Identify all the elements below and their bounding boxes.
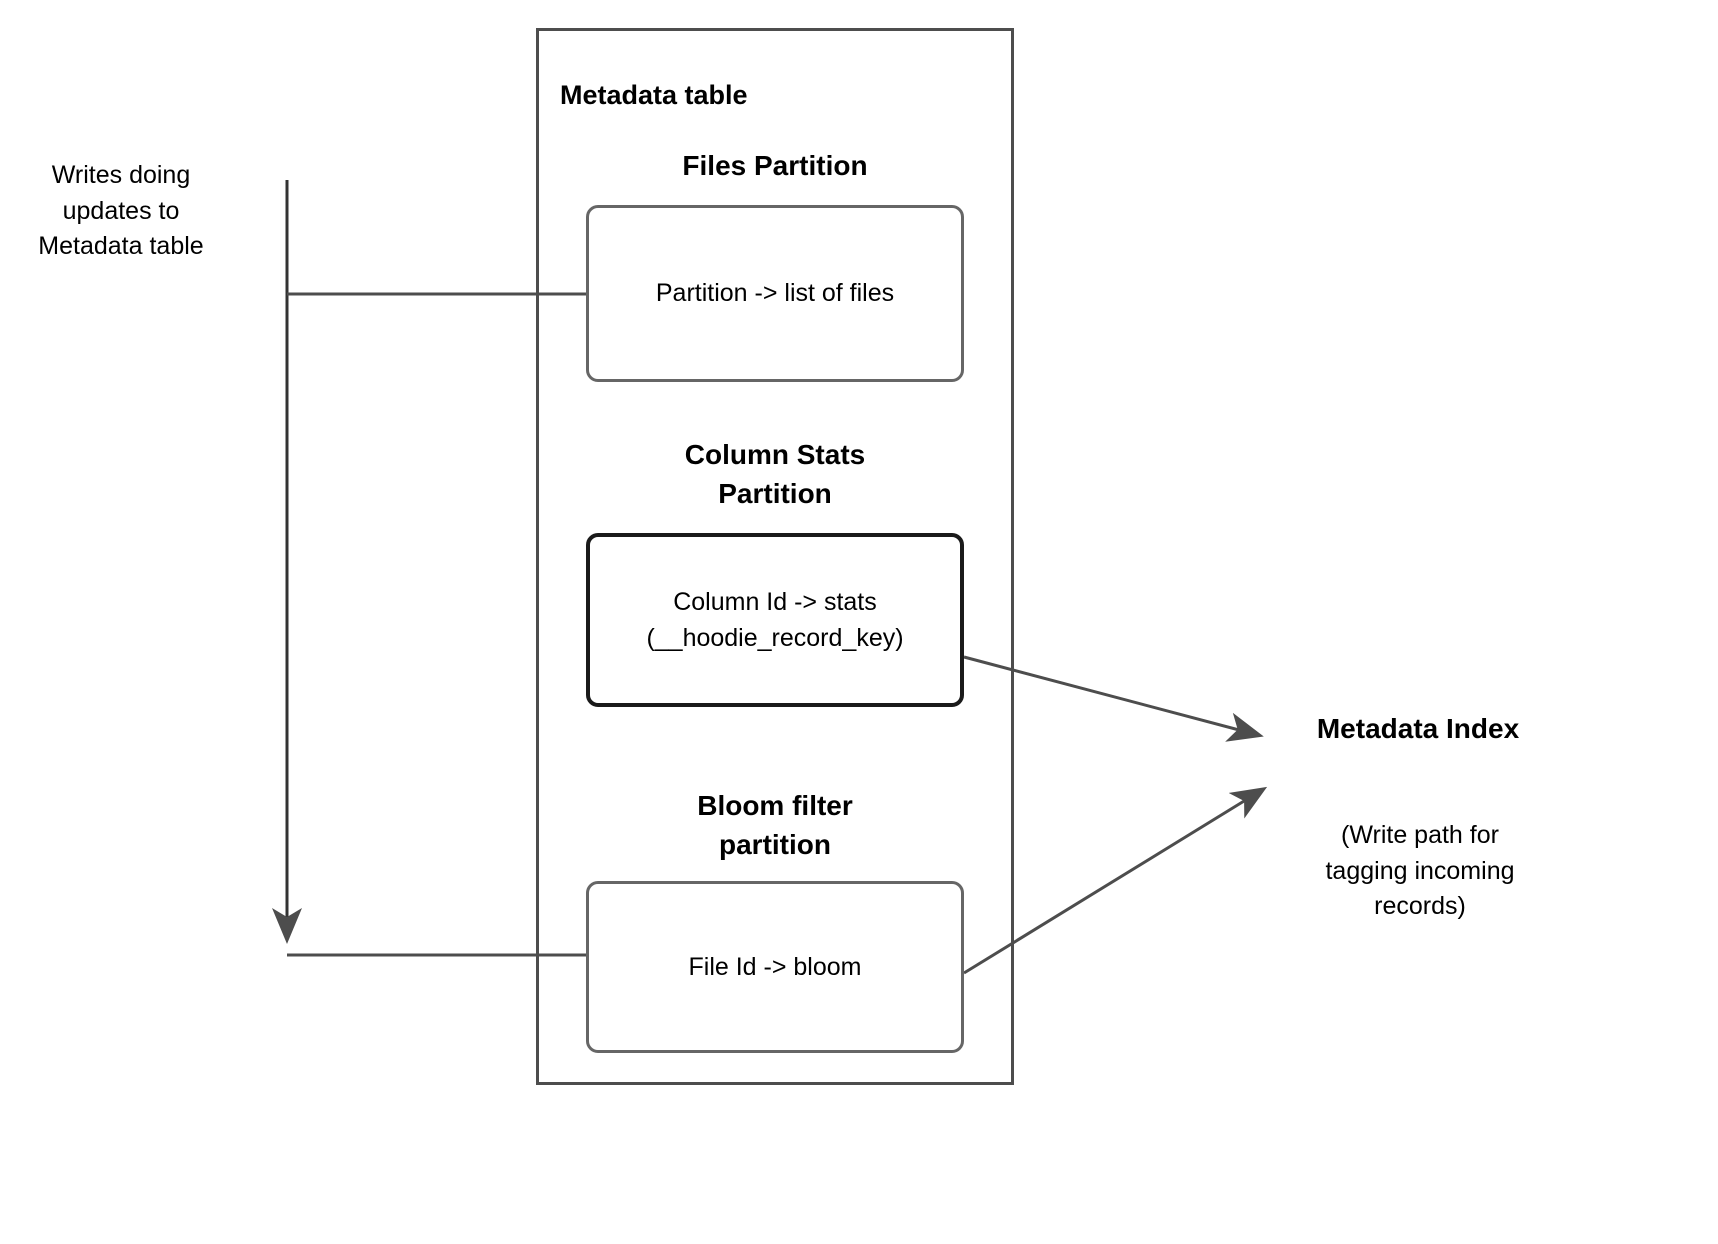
bloom-filter-partition-heading: Bloom filter partition: [697, 790, 853, 861]
column-stats-partition-heading: Column Stats Partition: [684, 439, 866, 510]
metadata-index-title: Metadata Index: [1316, 713, 1520, 744]
metadata-index-caption: (Write path for tagging incoming records…: [1325, 821, 1515, 920]
bloom-filter-partition-box-text: File Id -> bloom: [688, 952, 862, 981]
files-partition-box: Partition -> list of files: [586, 205, 964, 382]
writes-updates-label: Writes doing updates to Metadata table: [38, 161, 204, 260]
files-partition-box-text: Partition -> list of files: [655, 279, 895, 308]
column-stats-partition-box: Column Id -> stats (__hoodie_record_key): [586, 533, 964, 707]
files-partition-heading: Files Partition: [682, 150, 868, 181]
column-stats-partition-box-text: Column Id -> stats (__hoodie_record_key): [646, 587, 904, 652]
bloom-filter-partition-box: File Id -> bloom: [586, 881, 964, 1053]
metadata-table-title: Metadata table: [560, 80, 748, 110]
metadata-table-container: [536, 28, 1014, 1085]
